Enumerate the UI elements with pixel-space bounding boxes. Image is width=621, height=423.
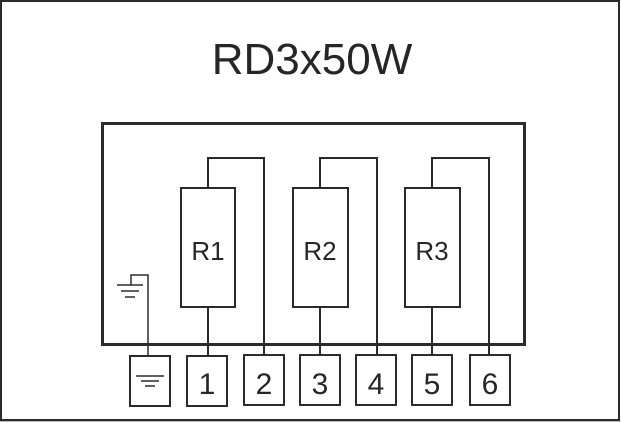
terminal-5 <box>411 354 453 406</box>
resistor-label-r3: R3 <box>415 236 448 266</box>
terminal-6 <box>469 354 511 406</box>
ground-terminal-icon <box>136 375 164 387</box>
terminal-2 <box>243 354 285 406</box>
resistor-r3 <box>404 157 490 355</box>
terminal-3 <box>299 354 341 406</box>
terminal-label-5: 5 <box>424 368 441 401</box>
terminal-label-3: 3 <box>312 368 329 401</box>
resistor-r1 <box>180 157 265 355</box>
terminal-label-6: 6 <box>482 368 499 401</box>
terminal-1 <box>186 355 228 407</box>
resistor-r2 <box>292 157 378 355</box>
terminal-label-1: 1 <box>199 368 216 401</box>
terminal-label-2: 2 <box>256 368 273 401</box>
resistor-label-r2: R2 <box>303 236 336 266</box>
resistor-label-r1: R1 <box>191 236 224 266</box>
diagram-title: RD3x50W <box>212 35 413 84</box>
ground-icon <box>117 274 149 355</box>
enclosure-box <box>101 122 526 346</box>
terminal-4 <box>355 354 397 406</box>
terminal-label-4: 4 <box>368 368 385 401</box>
